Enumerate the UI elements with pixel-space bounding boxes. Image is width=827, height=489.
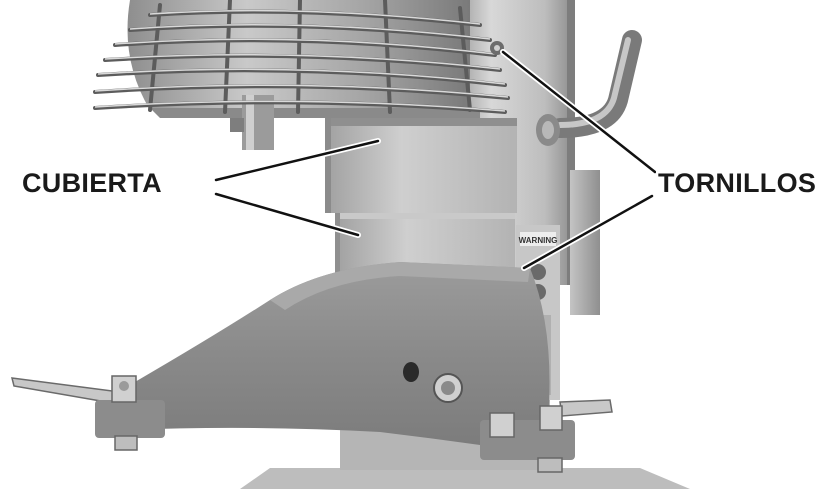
cubierta-leader-lower <box>214 192 360 237</box>
pipe <box>536 30 642 146</box>
tornillos-leader-upper <box>501 50 657 174</box>
tornillos-label: TORNILLOS <box>656 168 819 198</box>
bowl <box>127 0 480 118</box>
warning-text: WARNING <box>519 236 558 245</box>
cubierta-label: CUBIERTA <box>20 168 164 198</box>
cover-upper <box>325 118 517 213</box>
base-plate <box>240 468 690 489</box>
base-casting <box>95 262 550 445</box>
left-foot <box>11 375 165 451</box>
right-foot <box>480 399 613 473</box>
cubierta-leader-upper <box>214 139 380 182</box>
tornillos-leader-lower <box>522 194 654 270</box>
wire-guard <box>93 0 510 114</box>
